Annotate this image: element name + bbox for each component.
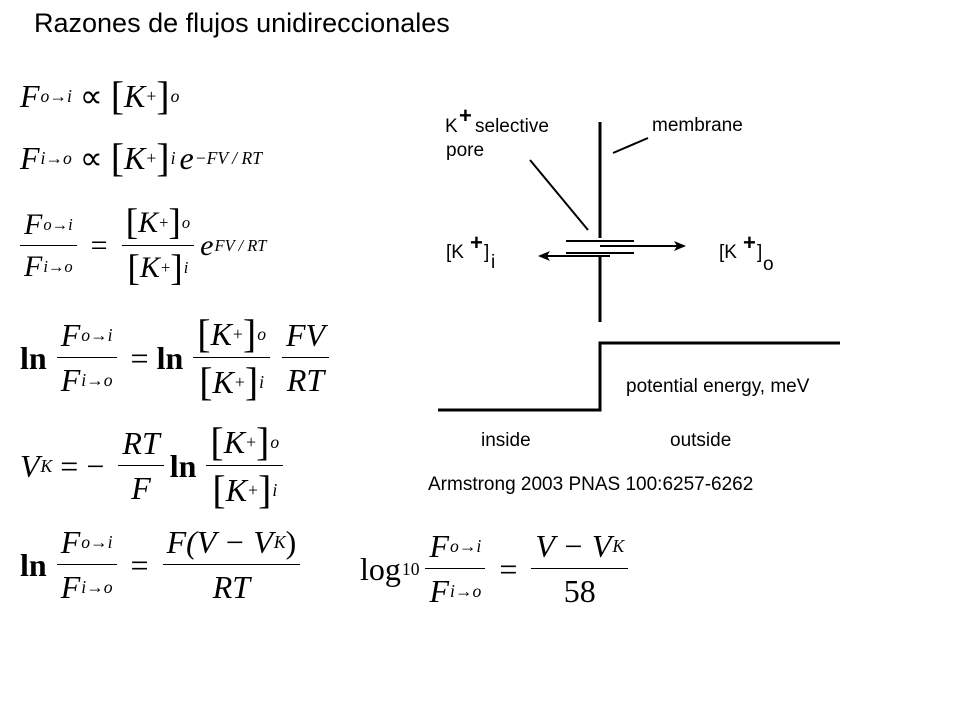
membrane-leader-line <box>612 137 649 154</box>
k-outside-label: [K <box>719 242 737 263</box>
concentration-ratio-fraction: [K+]o [K+]i <box>121 204 195 287</box>
outside-label: outside <box>670 430 731 451</box>
k-outside-sub: o <box>763 254 774 275</box>
membrane-label: membrane <box>652 115 743 136</box>
k-outside-close: ] <box>757 242 762 263</box>
k-inside-close: ] <box>484 242 489 263</box>
inside-label: inside <box>481 430 531 451</box>
k-inside-plus: + <box>470 230 483 255</box>
potential-energy-label: potential energy, meV <box>626 376 810 397</box>
pore-label-plus: + <box>459 103 472 128</box>
pore-label-k: K <box>445 116 458 137</box>
citation: Armstrong 2003 PNAS 100:6257-6262 <box>428 474 754 495</box>
pore-leader-line <box>529 159 589 231</box>
k-outside-plus: + <box>743 230 756 255</box>
page-title: Razones de flujos unidireccionales <box>34 8 450 38</box>
k-inside-sub: i <box>491 252 495 273</box>
k-inside-label: [K <box>446 242 464 263</box>
pore-label-pore: pore <box>446 140 484 161</box>
pore-label-selective: selective <box>475 116 549 137</box>
potential-energy-step <box>438 341 840 412</box>
